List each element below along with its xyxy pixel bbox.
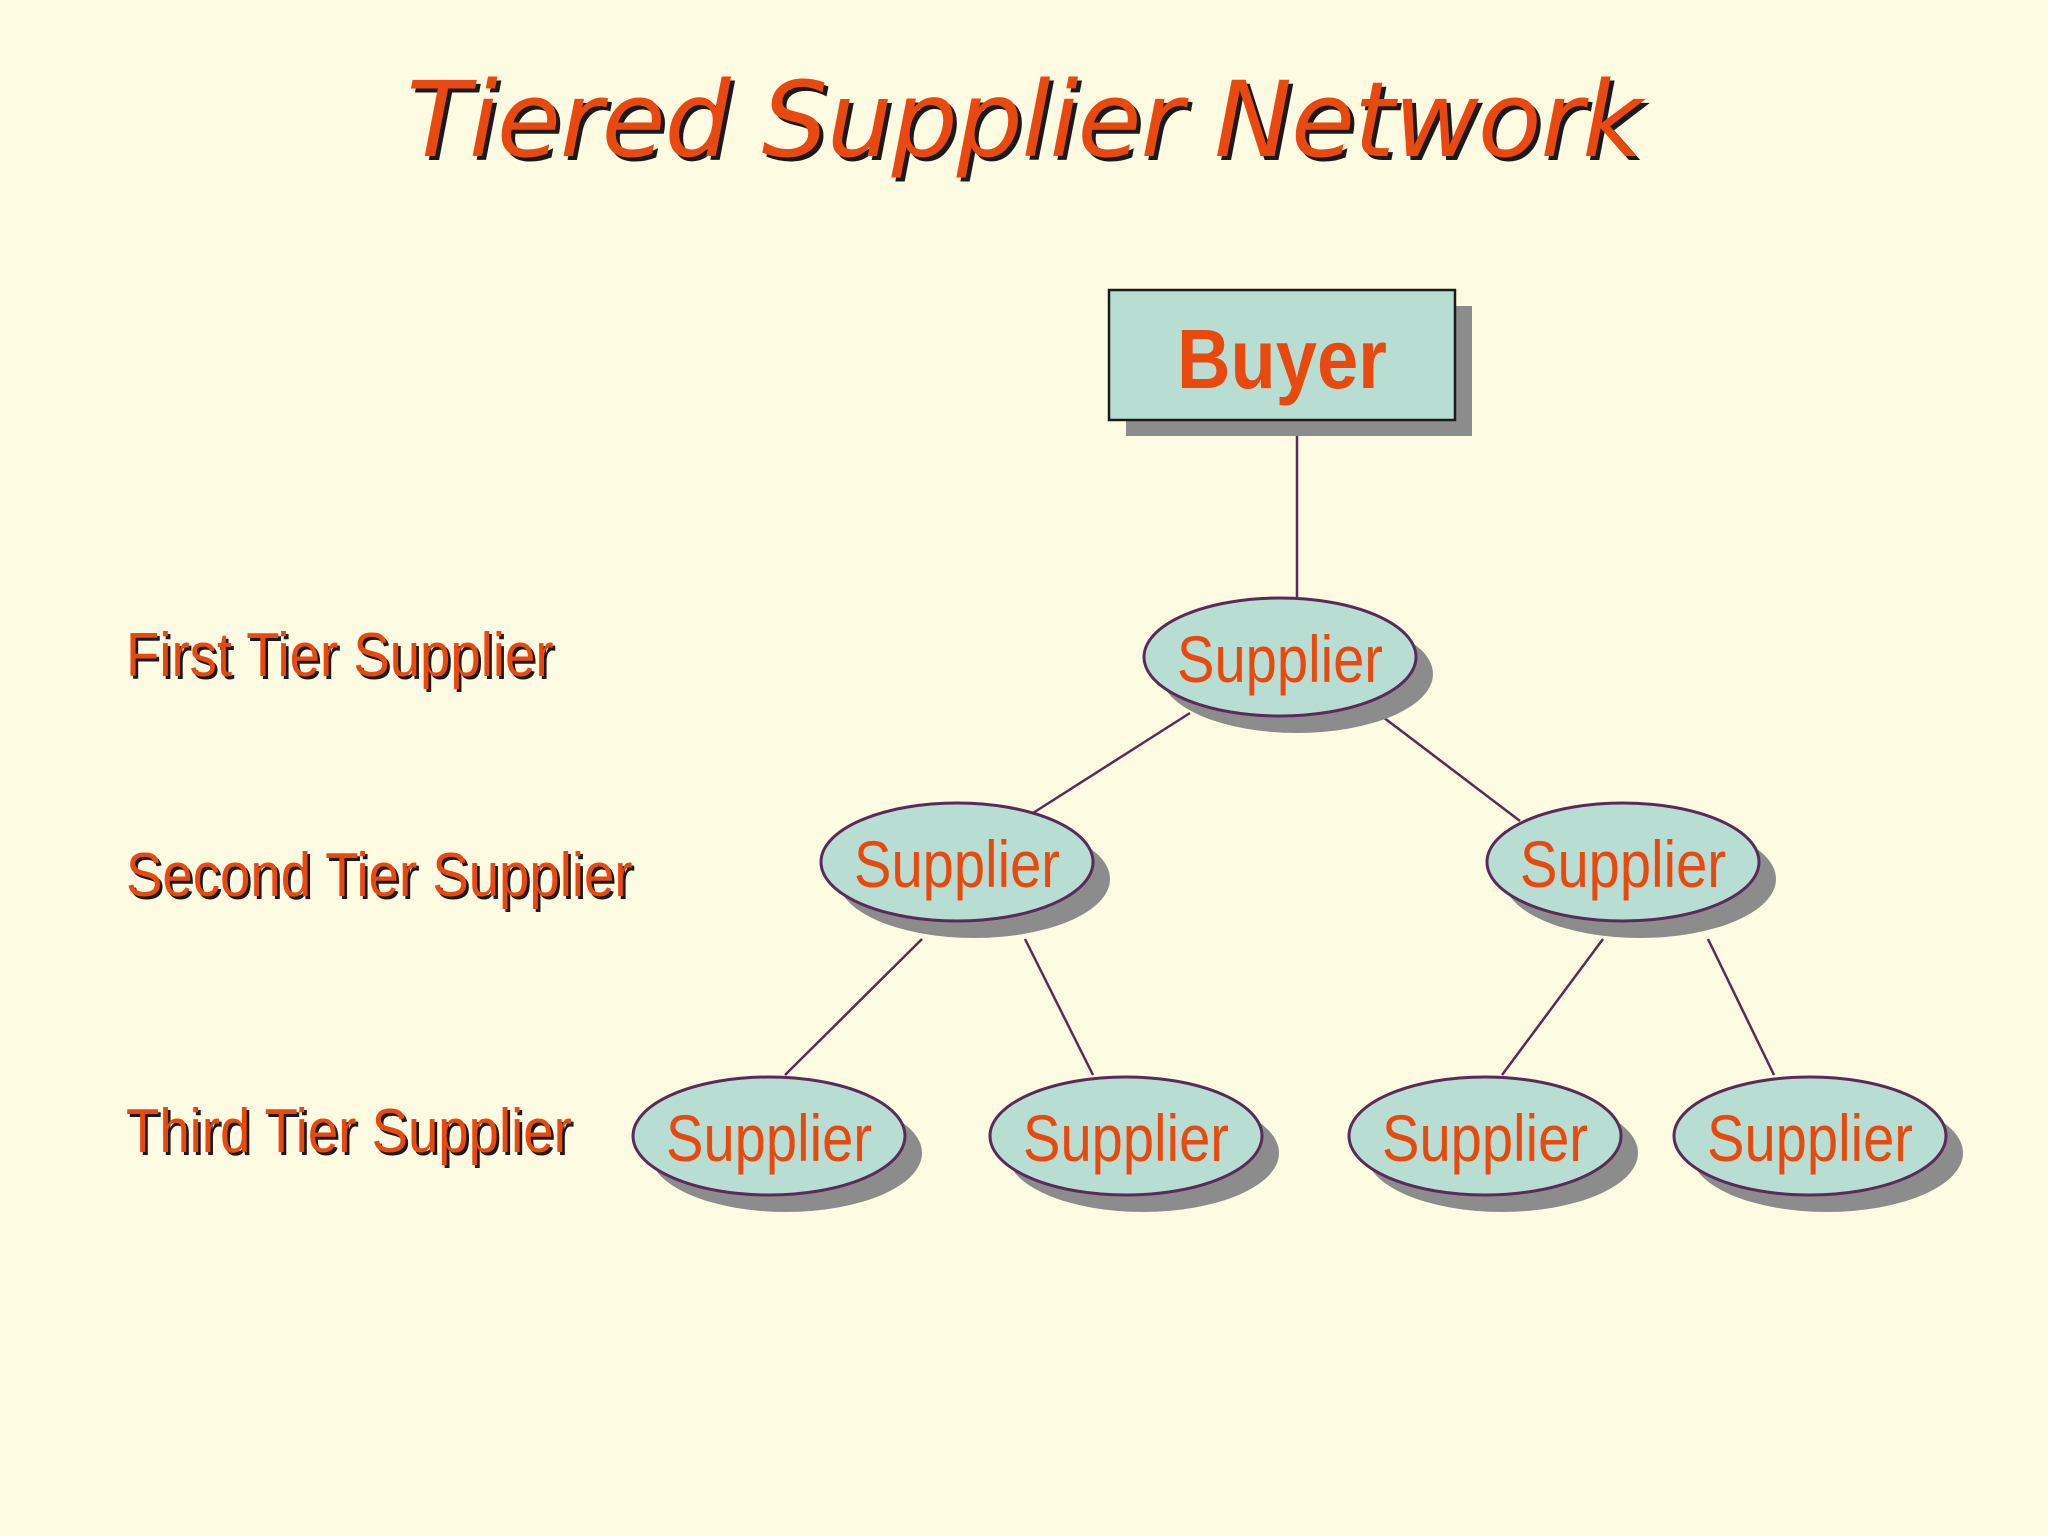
buyer-node-box <box>1107 288 1457 422</box>
connectors <box>784 410 1776 1076</box>
tier3-supplier-node-4: Supplier <box>1672 1075 1963 1212</box>
node-label: Supplier <box>1177 622 1383 696</box>
node-label: Supplier <box>666 1101 872 1175</box>
tier2-supplier-node-left: Supplier <box>819 801 1110 938</box>
connector-tier2-right-tier3-c <box>1500 938 1605 1076</box>
connector-tier2-left-tier3-a <box>784 938 923 1076</box>
buyer-node: Buyer <box>1107 288 1472 436</box>
node-label: Supplier <box>1520 827 1726 901</box>
node-ellipse <box>988 1075 1264 1197</box>
tier3-supplier-node-2: Supplier <box>988 1075 1279 1212</box>
connector-tier2-left-tier3-b <box>1023 938 1095 1076</box>
node-ellipse <box>1672 1075 1948 1197</box>
node-ellipse <box>1347 1075 1623 1197</box>
slide-title: Tiered Supplier Network <box>406 59 1642 181</box>
tier3-supplier-node-3: Supplier <box>1347 1075 1638 1212</box>
node-label: Supplier <box>1707 1101 1913 1175</box>
connector-tier2-right-tier3-d <box>1706 938 1776 1076</box>
buyer-node-label: Buyer <box>1177 312 1387 406</box>
tier3-supplier-node-1: Supplier <box>631 1075 922 1212</box>
connector-tier1-tier2-right <box>1382 716 1521 822</box>
second-tier-label: Second Tier Supplier <box>126 841 633 910</box>
node-ellipse <box>819 801 1095 923</box>
tier2-supplier-node-right: Supplier <box>1485 801 1776 938</box>
third-tier-label: Third Tier Supplier <box>126 1097 572 1166</box>
node-label: Supplier <box>1023 1101 1229 1175</box>
connector-tier1-tier2-left <box>1032 711 1191 815</box>
node-label: Supplier <box>1382 1101 1588 1175</box>
node-ellipse <box>1485 801 1761 923</box>
node-ellipse <box>631 1075 907 1197</box>
node-ellipse <box>1142 596 1418 718</box>
node-label: Supplier <box>854 827 1060 901</box>
tier1-supplier-node: Supplier <box>1142 596 1433 733</box>
first-tier-label: First Tier Supplier <box>126 621 554 690</box>
